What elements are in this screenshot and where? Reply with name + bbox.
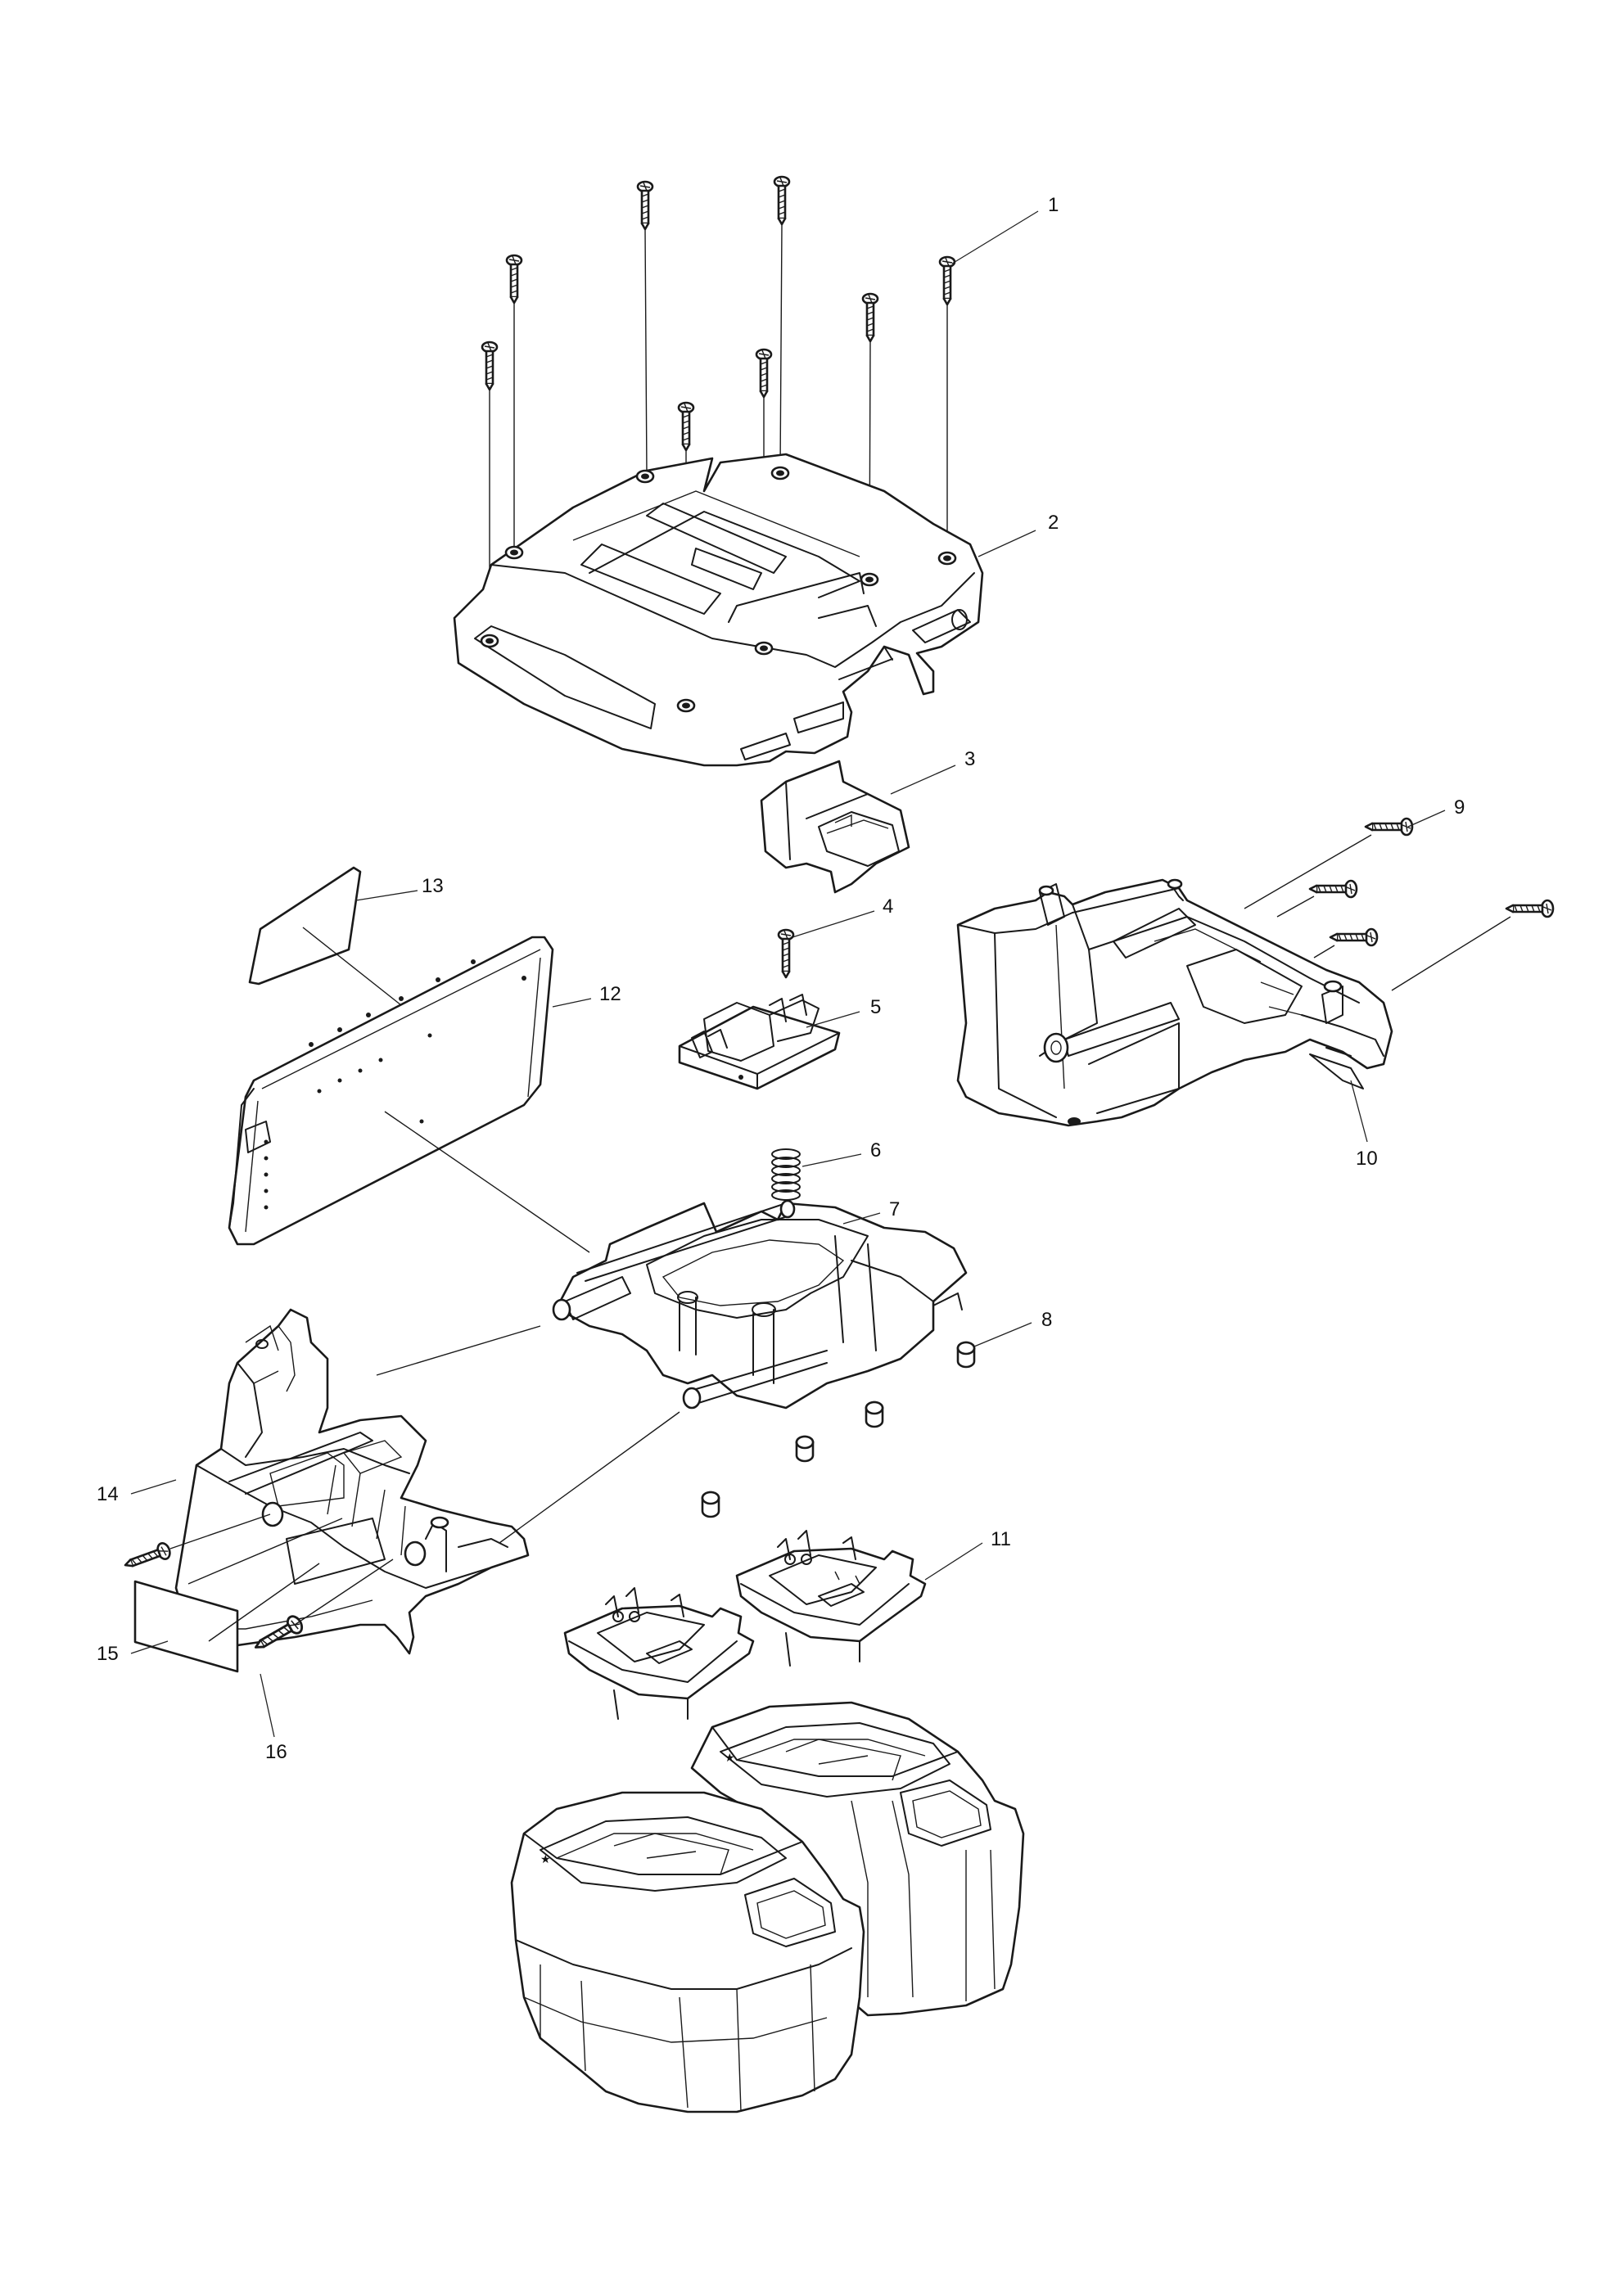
- callout-10: 10: [1356, 1148, 1378, 1170]
- callout-7: 7: [889, 1198, 900, 1220]
- callout-3: 3: [964, 748, 975, 770]
- callout-1: 1: [1048, 194, 1059, 216]
- callout-2: 2: [1048, 512, 1059, 534]
- part-7-inner-frame: [552, 1199, 968, 1410]
- callout-5: 5: [870, 996, 881, 1018]
- callout-15: 15: [97, 1643, 119, 1665]
- part-11-terminal-plates: [563, 1530, 927, 1720]
- svg-text:★: ★: [725, 1751, 735, 1764]
- callout-16: 16: [265, 1741, 287, 1763]
- part-3-latch: [760, 760, 910, 894]
- callout-4: 4: [883, 895, 893, 918]
- part-2-top-housing: [453, 453, 984, 767]
- part-10-side-housing: [956, 878, 1393, 1127]
- callout-6: 6: [870, 1139, 881, 1162]
- callout-13: 13: [422, 875, 444, 897]
- part-4-screw: [777, 928, 795, 979]
- callout-12: 12: [599, 983, 621, 1005]
- part-16-screws: [121, 1513, 394, 1657]
- part-12-pcb: [228, 936, 554, 1246]
- svg-text:★: ★: [540, 1852, 551, 1865]
- part-6-spring: [771, 1148, 801, 1201]
- callout-11: 11: [991, 1528, 1011, 1550]
- callout-labels: 1 2 3 4 5 6 7 8 9 10 11 12 13 14 15 16: [97, 194, 1465, 1763]
- batteries: ★ ★: [510, 1701, 1025, 2113]
- callout-8: 8: [1041, 1309, 1052, 1331]
- leader-lines: [130, 210, 1446, 1738]
- callout-9: 9: [1454, 796, 1465, 819]
- part-15-label: [133, 1580, 239, 1673]
- part-9-screws: [1244, 817, 1555, 991]
- part-13-label: [248, 866, 362, 986]
- part-14-lower-housing: [174, 1308, 530, 1655]
- callout-14: 14: [97, 1483, 119, 1505]
- part-5-terminal-plate: [678, 994, 841, 1090]
